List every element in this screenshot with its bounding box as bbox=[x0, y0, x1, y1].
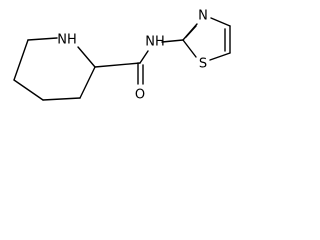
bond bbox=[210, 17, 231, 27]
bond bbox=[182, 39, 197, 58]
bond bbox=[209, 52, 231, 61]
bond bbox=[27, 37, 58, 41]
atom-labels: NH NH O N S bbox=[57, 9, 208, 103]
thiazole-sulfur-label: S bbox=[199, 57, 207, 72]
bond bbox=[42, 97, 81, 101]
piperidine-ring bbox=[13, 37, 96, 101]
bond bbox=[13, 79, 44, 101]
bond bbox=[13, 39, 29, 81]
chemical-structure: NH NH O N S bbox=[13, 9, 231, 103]
bond bbox=[139, 50, 149, 64]
bond bbox=[77, 46, 96, 68]
amide-linker bbox=[94, 39, 184, 85]
piperidine-nh-label: NH bbox=[57, 33, 77, 48]
carbonyl-oxygen-label: O bbox=[135, 88, 145, 103]
thiazole-ring bbox=[182, 17, 231, 61]
bond bbox=[79, 66, 96, 99]
double-bond-inner bbox=[185, 25, 197, 38]
amide-nh-label: NH bbox=[145, 35, 165, 50]
bond bbox=[94, 62, 141, 68]
thiazole-nitrogen-label: N bbox=[198, 9, 208, 24]
bond bbox=[161, 39, 184, 43]
